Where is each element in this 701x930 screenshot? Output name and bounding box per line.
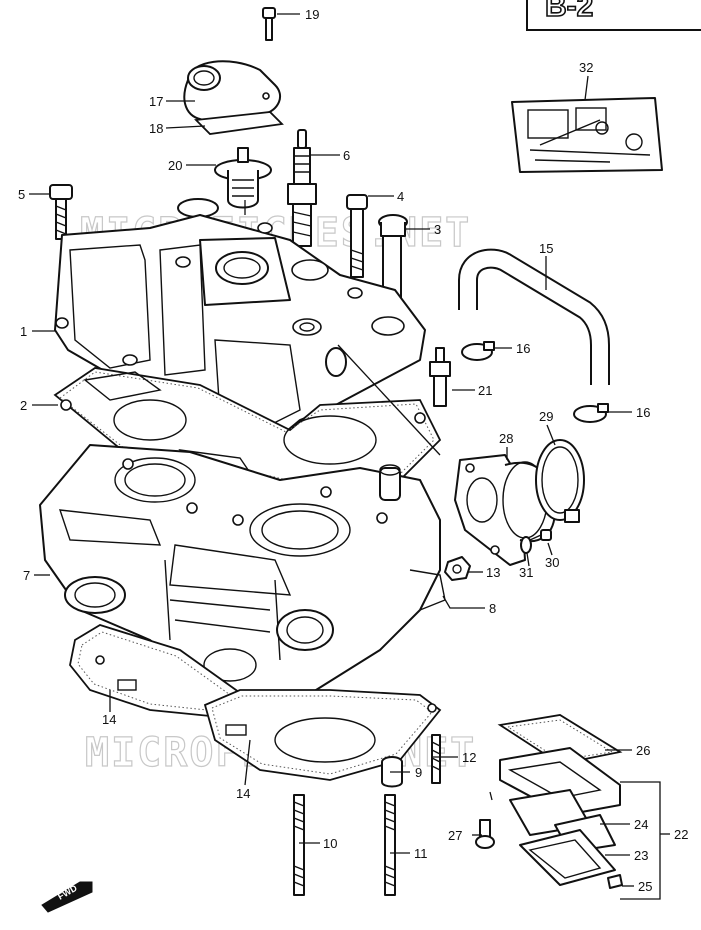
clamp-16-lower bbox=[573, 403, 609, 423]
screw-25 bbox=[607, 874, 623, 889]
callout-14-left: 14 bbox=[102, 712, 116, 727]
reed-valve-assembly bbox=[497, 714, 623, 886]
callout-31: 31 bbox=[519, 565, 533, 580]
bolt-3 bbox=[378, 214, 408, 301]
leader-lines bbox=[29, 13, 670, 900]
thermostat-cap-17 bbox=[183, 60, 282, 121]
callout-3: 3 bbox=[434, 222, 441, 237]
callout-13: 13 bbox=[486, 565, 500, 580]
screw-30 bbox=[529, 529, 552, 541]
callout-4: 4 bbox=[397, 189, 404, 204]
gasket-18 bbox=[194, 111, 284, 135]
callout-27: 27 bbox=[448, 828, 462, 843]
washer-31 bbox=[520, 536, 532, 554]
callout-18: 18 bbox=[149, 121, 163, 136]
callout-32: 32 bbox=[579, 60, 593, 75]
reed-body-22 bbox=[499, 747, 621, 816]
callout-9: 9 bbox=[415, 765, 422, 780]
callout-17: 17 bbox=[149, 94, 163, 109]
callout-15: 15 bbox=[539, 241, 553, 256]
fwd-direction-badge: FWD bbox=[41, 881, 93, 913]
cylinder-block-7-8 bbox=[39, 444, 446, 706]
stud-10 bbox=[293, 794, 305, 896]
callout-28: 28 bbox=[499, 431, 513, 446]
bolt-4 bbox=[346, 194, 368, 278]
callout-24: 24 bbox=[634, 817, 648, 832]
callout-20: 20 bbox=[168, 158, 182, 173]
reed-stopper-23 bbox=[519, 829, 616, 886]
page-code-box: B-2 bbox=[526, 0, 701, 31]
callout-10: 10 bbox=[323, 836, 337, 851]
label-plate-32 bbox=[511, 97, 663, 173]
callout-8: 8 bbox=[489, 601, 496, 616]
callout-21: 21 bbox=[478, 383, 492, 398]
nut-13 bbox=[444, 556, 471, 581]
spark-plug-6 bbox=[287, 129, 317, 247]
thermostat-20 bbox=[214, 147, 272, 209]
clamp-band-29 bbox=[535, 439, 585, 523]
base-gasket-14-right bbox=[203, 689, 442, 781]
callout-5: 5 bbox=[18, 187, 25, 202]
callout-25: 25 bbox=[638, 879, 652, 894]
bolt-27 bbox=[475, 819, 495, 849]
stud-12 bbox=[431, 734, 441, 784]
callout-7: 7 bbox=[23, 568, 30, 583]
callout-22: 22 bbox=[674, 827, 688, 842]
reed-gasket-26 bbox=[497, 714, 623, 765]
callout-29: 29 bbox=[539, 409, 553, 424]
hose-15 bbox=[458, 248, 610, 385]
callout-labels: 19 17 18 20 6 5 4 3 1 2 7 8 13 32 15 16 … bbox=[18, 7, 688, 894]
callout-1: 1 bbox=[20, 324, 27, 339]
sensor-21 bbox=[429, 347, 451, 407]
bolt-19 bbox=[262, 7, 276, 41]
stud-11 bbox=[384, 794, 396, 896]
callout-12: 12 bbox=[462, 750, 476, 765]
callout-19: 19 bbox=[305, 7, 319, 22]
callout-6: 6 bbox=[343, 148, 350, 163]
page-code: B-2 bbox=[545, 0, 593, 23]
callout-11: 11 bbox=[414, 846, 428, 861]
callout-2: 2 bbox=[20, 398, 27, 413]
clamp-16-upper bbox=[461, 341, 495, 361]
callout-16-lower: 16 bbox=[636, 405, 650, 420]
callout-26: 26 bbox=[636, 743, 650, 758]
callout-14-right: 14 bbox=[236, 786, 250, 801]
callout-16-upper: 16 bbox=[516, 341, 530, 356]
callout-30: 30 bbox=[545, 555, 559, 570]
washer bbox=[177, 198, 219, 218]
bolt-5 bbox=[49, 184, 73, 240]
callout-23: 23 bbox=[634, 848, 648, 863]
dowel-9 bbox=[381, 756, 403, 788]
